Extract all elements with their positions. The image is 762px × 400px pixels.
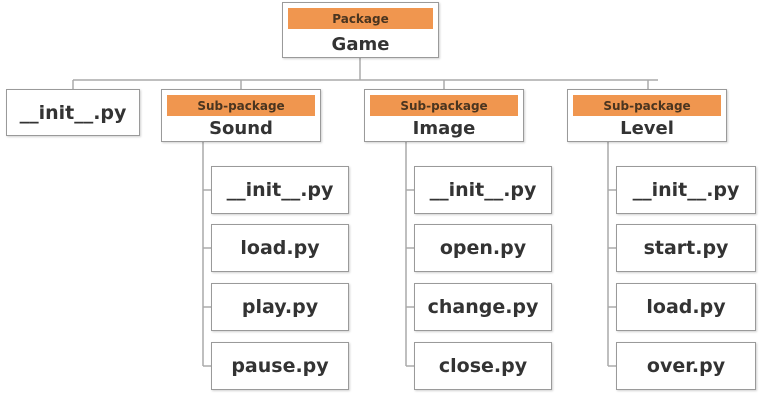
file-node: start.py — [616, 224, 756, 272]
subpackage-tag: Sub-package — [370, 95, 518, 116]
file-node: open.py — [414, 224, 552, 272]
subpackage-sound-node: Sub-package Sound — [161, 89, 321, 142]
file-node: over.py — [616, 342, 756, 390]
package-name: Game — [331, 33, 390, 55]
subpackage-name: Image — [412, 117, 476, 139]
file-node: __init__.py — [616, 166, 756, 214]
file-node: __init__.py — [211, 166, 349, 214]
root-init-file: __init__.py — [6, 89, 140, 136]
package-tag: Package — [288, 8, 433, 29]
file-node: play.py — [211, 283, 349, 331]
package-game-node: Package Game — [282, 2, 439, 58]
subpackage-image-node: Sub-package Image — [364, 89, 524, 142]
file-node: change.py — [414, 283, 552, 331]
file-node: pause.py — [211, 342, 349, 390]
subpackage-name: Level — [620, 117, 674, 139]
file-node: __init__.py — [414, 166, 552, 214]
subpackage-name: Sound — [209, 117, 273, 139]
file-node: load.py — [211, 224, 349, 272]
subpackage-level-node: Sub-package Level — [567, 89, 727, 142]
subpackage-tag: Sub-package — [573, 95, 721, 116]
subpackage-tag: Sub-package — [167, 95, 315, 116]
file-node: load.py — [616, 283, 756, 331]
file-node: close.py — [414, 342, 552, 390]
